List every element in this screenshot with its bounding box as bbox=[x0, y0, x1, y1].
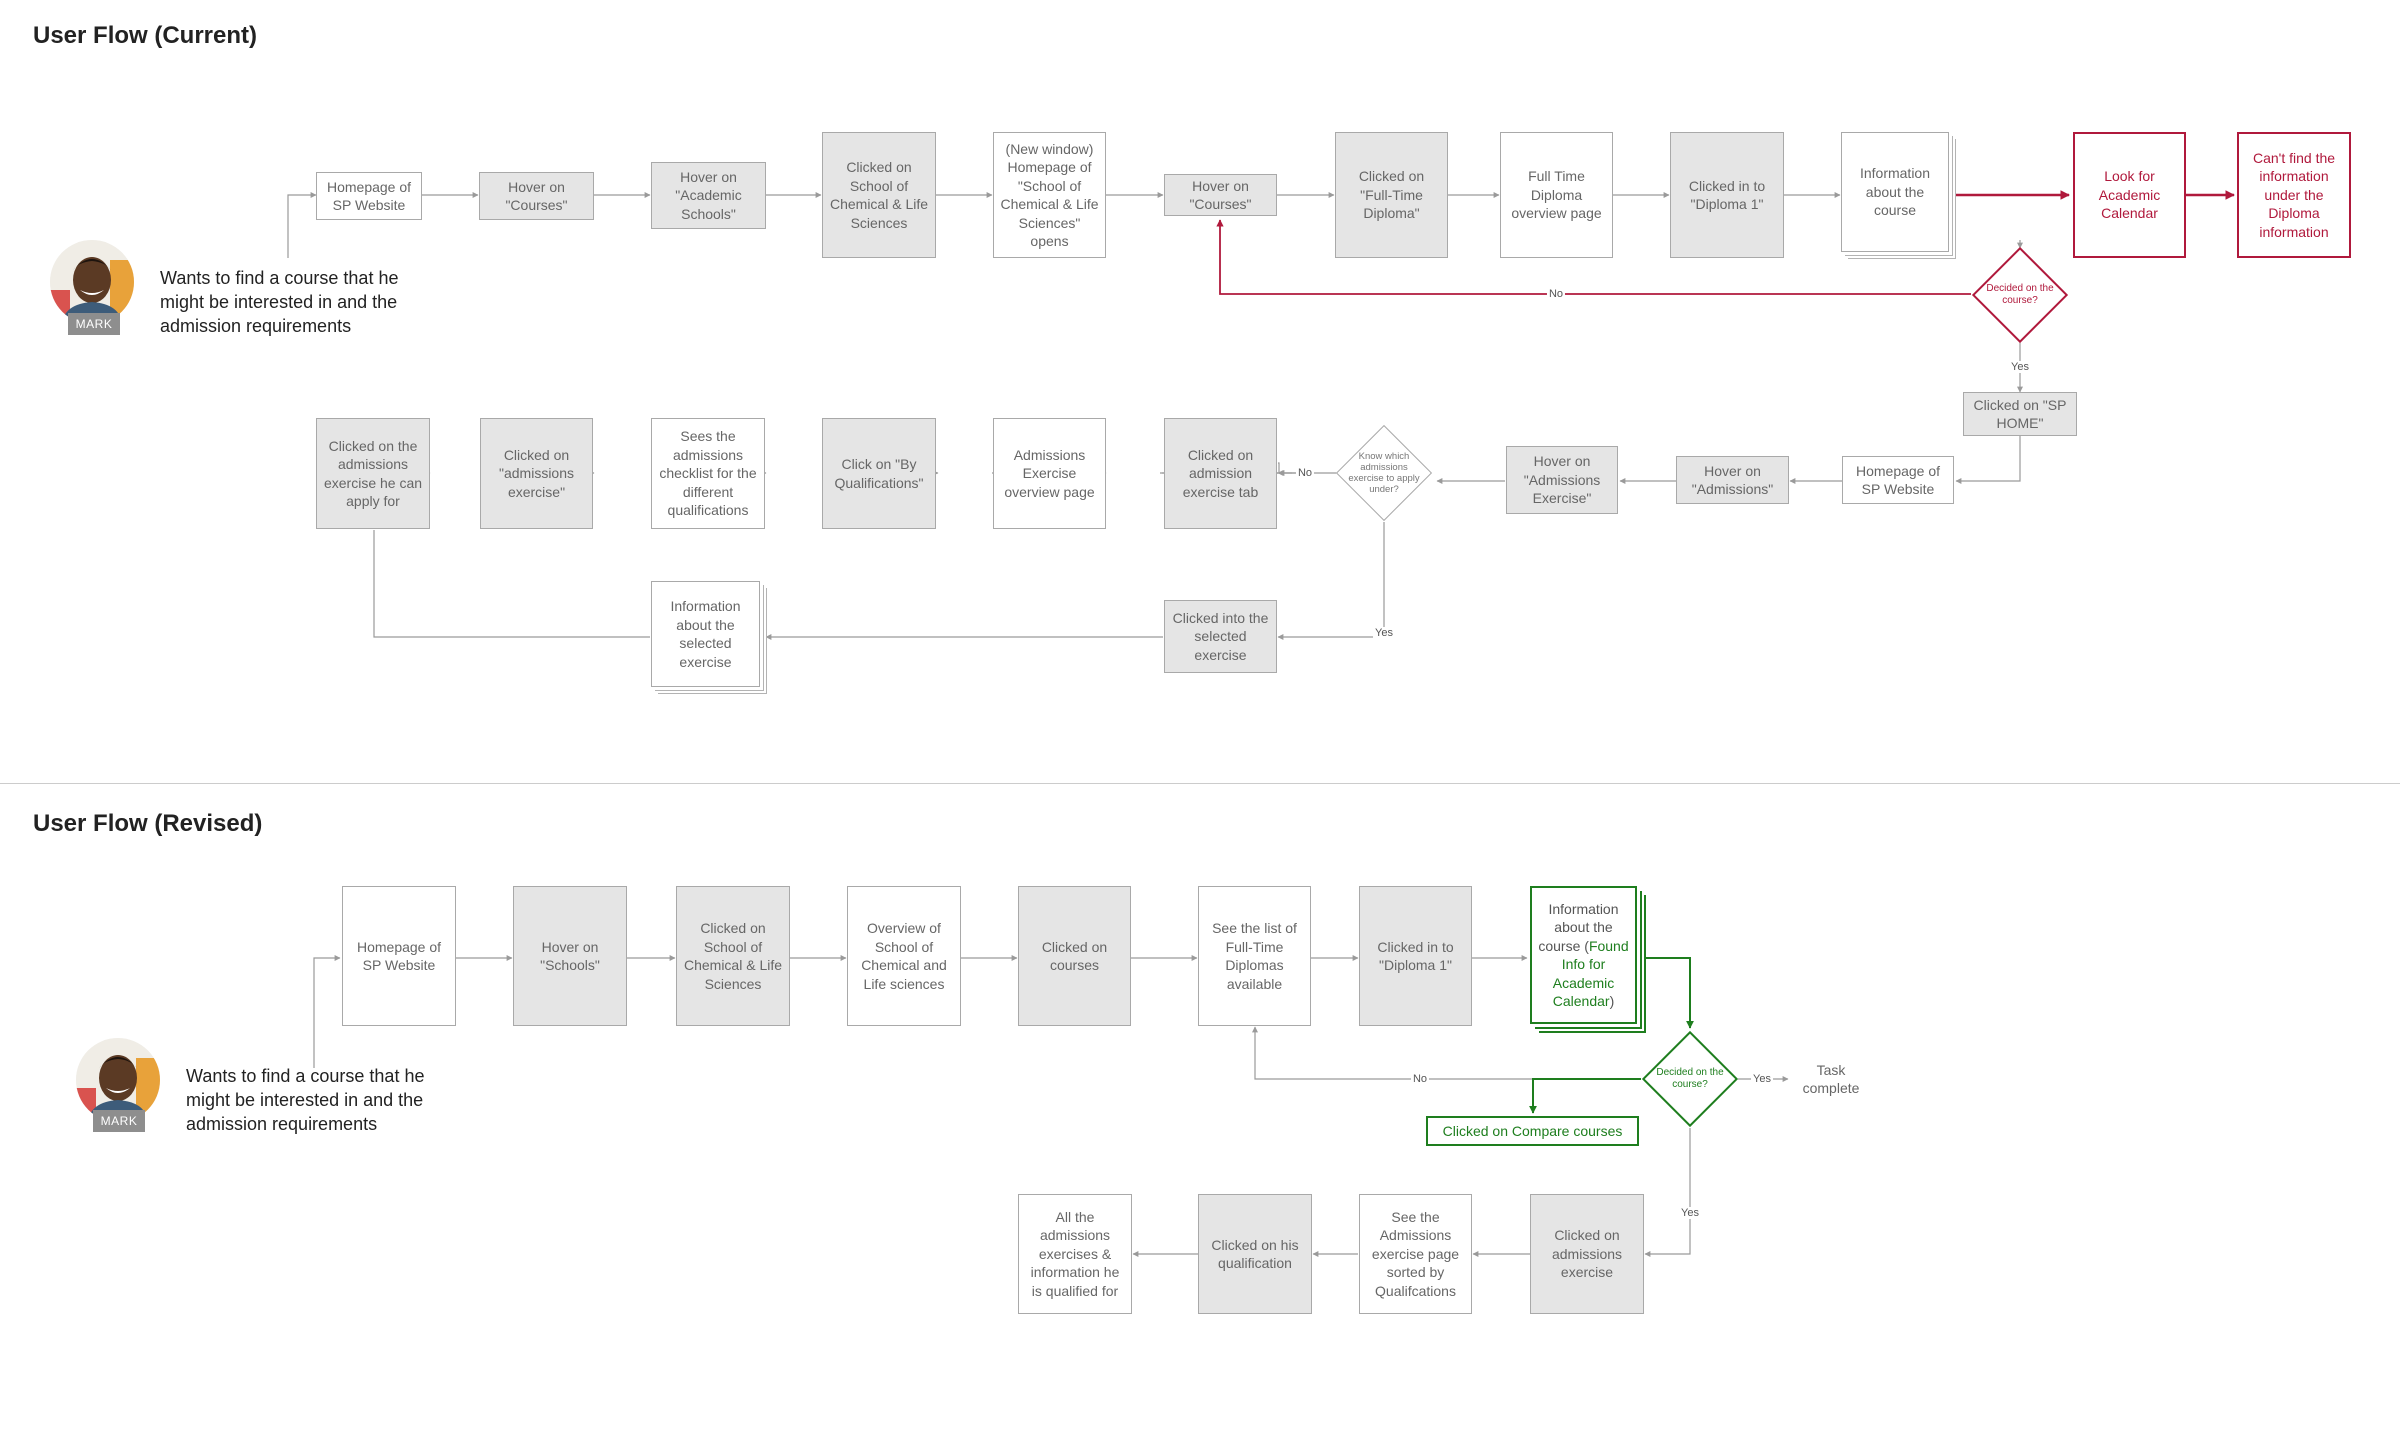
node-cant-find: Can't find the information under the Dip… bbox=[2237, 132, 2351, 258]
node-clicked-compare: Clicked on Compare courses bbox=[1426, 1116, 1639, 1146]
revised-flow-title: User Flow (Revised) bbox=[33, 810, 263, 837]
node-clicked-selected: Clicked into the selected exercise bbox=[1164, 600, 1277, 673]
edge-label-yes: Yes bbox=[1373, 627, 1395, 639]
edge-label-no: No bbox=[1546, 288, 1566, 300]
edge-label-no: No bbox=[1295, 467, 1315, 479]
decision-decided-course-current: Decided on the course? bbox=[1970, 246, 2070, 344]
node-clicked-school-cls: Clicked on School of Chemical & Life Sci… bbox=[676, 886, 790, 1026]
node-look-calendar: Look for Academic Calendar bbox=[2073, 132, 2186, 258]
persona-name-badge: MARK bbox=[93, 1110, 145, 1132]
node-sees-checklist: Sees the admissions checklist for the di… bbox=[651, 418, 765, 529]
node-info-course-found: Information about the course (Found Info… bbox=[1530, 886, 1637, 1024]
node-info-selected: Information about the selected exercise bbox=[651, 581, 760, 687]
node-overview-school: Overview of School of Chemical and Life … bbox=[847, 886, 961, 1026]
edge-label-yes: Yes bbox=[1679, 1207, 1701, 1219]
node-clicked-diploma1: Clicked in to "Diploma 1" bbox=[1670, 132, 1784, 258]
node-clicked-courses: Clicked on courses bbox=[1018, 886, 1131, 1026]
node-clicked-adm-tab: Clicked on admission exercise tab bbox=[1164, 418, 1277, 529]
edge-label-no: No bbox=[1410, 1073, 1430, 1085]
node-clicked-sp-home: Clicked on "SP HOME" bbox=[1963, 392, 2077, 436]
decision-know-which: Know which admissions exercise to apply … bbox=[1334, 424, 1434, 522]
section-divider bbox=[0, 783, 2400, 784]
node-homepage: Homepage of SP Website bbox=[342, 886, 456, 1026]
node-hover-schools: Hover on "Schools" bbox=[513, 886, 627, 1026]
node-hover-courses: Hover on "Courses" bbox=[479, 172, 594, 220]
node-clicked-his-qual: Clicked on his qualification bbox=[1198, 1194, 1312, 1314]
persona-name-badge: MARK bbox=[68, 313, 120, 335]
node-info-course: Information about the course bbox=[1841, 132, 1949, 252]
persona-goal-text: Wants to find a course that he might be … bbox=[186, 1066, 425, 1134]
node-clicked-adm-exercise: Clicked on "admissions exercise" bbox=[480, 418, 593, 529]
node-hover-courses-2: Hover on "Courses" bbox=[1164, 174, 1277, 216]
node-all-adm: All the admissions exercises & informati… bbox=[1018, 1194, 1132, 1314]
node-homepage-2: Homepage of SP Website bbox=[1842, 456, 1954, 504]
edge-label-yes: Yes bbox=[2009, 361, 2031, 373]
edge-label-yes: Yes bbox=[1751, 1073, 1773, 1085]
node-clicked-apply: Clicked on the admissions exercise he ca… bbox=[316, 418, 430, 529]
found-info-highlight: Found Info for Academic Calendar bbox=[1552, 937, 1629, 1010]
node-clicked-adm-exercise: Clicked on admissions exercise bbox=[1530, 1194, 1644, 1314]
person-avatar-icon bbox=[50, 240, 134, 324]
current-flow-title: User Flow (Current) bbox=[33, 22, 258, 49]
node-fulltime-overview: Full Time Diploma overview page bbox=[1500, 132, 1613, 258]
node-adm-overview: Admissions Exercise overview page bbox=[993, 418, 1106, 529]
node-clicked-school-cls: Clicked on School of Chemical & Life Sci… bbox=[822, 132, 936, 258]
node-see-adm-page: See the Admissions exercise page sorted … bbox=[1359, 1194, 1472, 1314]
persona-goal-text: Wants to find a course that he might be … bbox=[160, 268, 399, 336]
node-clicked-fulltime: Clicked on "Full-Time Diploma" bbox=[1335, 132, 1448, 258]
node-hover-academic-schools: Hover on "Academic Schools" bbox=[651, 162, 766, 229]
node-homepage: Homepage of SP Website bbox=[316, 172, 422, 220]
node-new-window: (New window) Homepage of "School of Chem… bbox=[993, 132, 1106, 258]
node-task-complete: Task complete bbox=[1802, 1061, 1860, 1097]
node-hover-admissions: Hover on "Admissions" bbox=[1676, 456, 1789, 504]
node-clicked-diploma1: Clicked in to "Diploma 1" bbox=[1359, 886, 1472, 1026]
node-see-list: See the list of Full-Time Diplomas avail… bbox=[1198, 886, 1311, 1026]
person-avatar-icon bbox=[76, 1038, 160, 1122]
decision-decided-course-revised: Decided on the course? bbox=[1640, 1030, 1740, 1128]
node-click-by-qual: Click on "By Qualifications" bbox=[822, 418, 936, 529]
node-hover-adm-exercise: Hover on "Admissions Exercise" bbox=[1506, 446, 1618, 514]
